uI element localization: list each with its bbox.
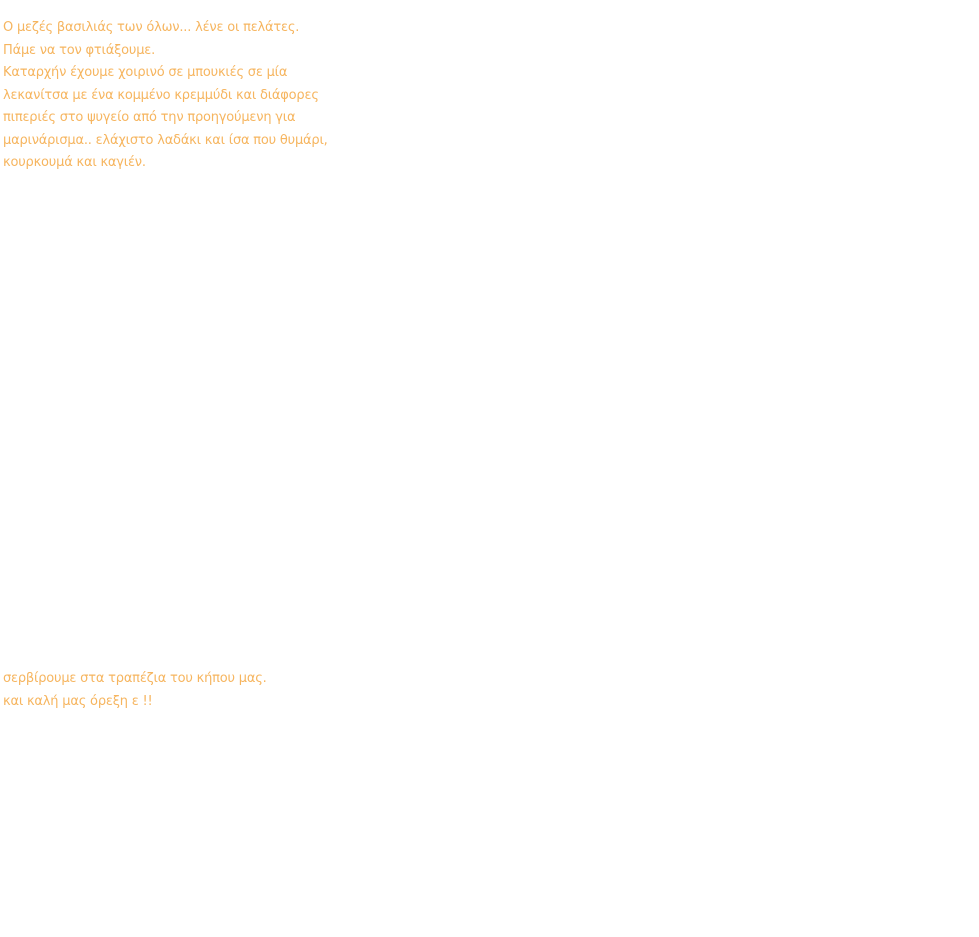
recipe-line: Πάμε να τον φτιάξουμε. (3, 42, 156, 58)
recipe-line: Καταρχήν έχουμε χοιρινό σε μπουκιές σε μ… (3, 65, 288, 80)
recipe-intro-text: Ο μεζές βασιλιάς των όλων... λένε οι πελ… (3, 17, 328, 175)
recipe-line: πιπεριές στο ψυγείο από την προηγούμενη … (3, 110, 296, 125)
recipe-line: και καλή μας όρεξη ε !! (3, 693, 153, 709)
recipe-line: λεκανίτσα με ένα κομμένο κρεμμύδι και δι… (3, 87, 319, 103)
recipe-line: Ο μεζές βασιλιάς των όλων... λένε οι πελ… (3, 20, 300, 35)
recipe-line: κουρκουμά και καγιέν. (3, 155, 146, 170)
recipe-line: σερβίρουμε στα τραπέζια του κήπου μας. (3, 671, 267, 686)
recipe-closing-text: σερβίρουμε στα τραπέζια του κήπου μας. κ… (3, 668, 267, 713)
recipe-line: μαρινάρισμα.. ελάχιστο λαδάκι και ίσα πο… (3, 132, 328, 148)
